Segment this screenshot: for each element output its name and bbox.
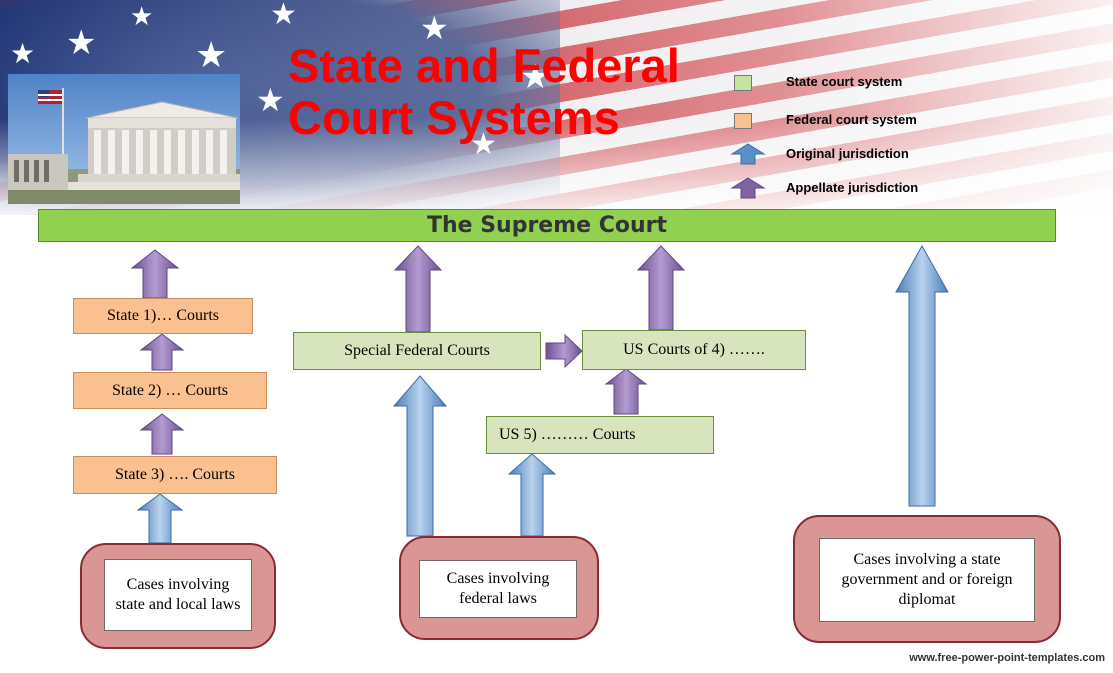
blue-arrow-icon — [730, 143, 766, 165]
supreme-court-photo — [8, 74, 240, 204]
case-frame-diplomat: Cases involving a state government and o… — [793, 515, 1061, 643]
state-swatch — [734, 75, 752, 91]
legend-item-federal: Federal court system — [728, 108, 1008, 132]
legend-label: Appellate jurisdiction — [786, 180, 919, 195]
case-state-laws: Cases involving state and local laws — [104, 559, 252, 631]
original-arrow — [895, 244, 949, 507]
us-5-courts: US 5) ……… Courts — [486, 416, 714, 454]
legend-item-original: Original jurisdiction — [728, 142, 1008, 166]
legend-item-appellate: Appellate jurisdiction — [728, 176, 1008, 200]
case-diplomat: Cases involving a state government and o… — [819, 538, 1035, 622]
case-federal-laws: Cases involving federal laws — [419, 560, 577, 618]
original-arrow — [392, 375, 448, 537]
legend-label: State court system — [786, 74, 903, 89]
appellate-arrow — [636, 245, 686, 331]
legend-item-state: State court system — [728, 70, 1008, 94]
supreme-court-bar: The Supreme Court — [38, 209, 1056, 242]
us-courts-of: US Courts of 4) ……. — [582, 330, 806, 370]
special-federal-courts: Special Federal Courts — [293, 332, 541, 370]
original-arrow — [507, 453, 557, 537]
appellate-arrow — [545, 333, 583, 369]
legend-label: Original jurisdiction — [786, 146, 909, 161]
original-arrow — [136, 493, 184, 544]
state-court-3: State 3) …. Courts — [73, 456, 277, 494]
appellate-arrow — [139, 333, 185, 371]
case-frame-state: Cases involving state and local laws — [80, 543, 276, 649]
appellate-arrow — [130, 249, 180, 299]
federal-swatch — [734, 113, 752, 129]
purple-arrow-icon — [730, 177, 766, 199]
courthouse-illustration — [8, 74, 240, 204]
watermark: www.free-power-point-templates.com — [909, 652, 1105, 664]
appellate-arrow — [139, 413, 185, 455]
appellate-arrow — [604, 368, 648, 415]
page-title: State and Federal Court Systems — [288, 39, 680, 144]
state-court-1: State 1)… Courts — [73, 298, 253, 334]
legend-label: Federal court system — [786, 112, 917, 127]
state-court-2: State 2) … Courts — [73, 372, 267, 409]
appellate-arrow — [393, 245, 443, 333]
case-frame-federal: Cases involving federal laws — [399, 536, 599, 640]
